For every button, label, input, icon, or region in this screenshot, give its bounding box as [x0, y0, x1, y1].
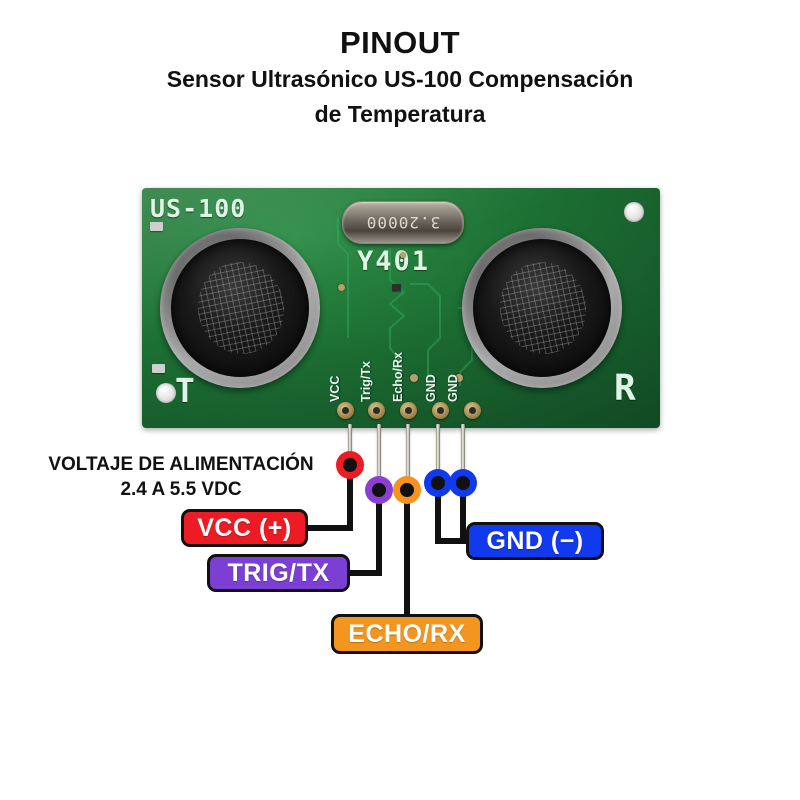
- page-subtitle-line1: Sensor Ultrasónico US-100 Compensación: [166, 66, 634, 93]
- crystal-marking: 3.20000: [365, 213, 441, 232]
- connector-dot-vcc[interactable]: [336, 451, 364, 479]
- pin-silkscreen-trig: Trig/Tx: [359, 361, 373, 402]
- header-post-echo: [406, 424, 410, 500]
- pin-silkscreen-gnd-1: GND: [424, 374, 438, 402]
- smd-component: [392, 284, 401, 291]
- header-post-vcc: [348, 424, 352, 476]
- page-title: PINOUT: [339, 25, 461, 60]
- supply-note-line1: VOLTAJE DE ALIMENTACIÓN: [48, 454, 314, 475]
- supply-voltage-note: VOLTAJE DE ALIMENTACIÓN 2.4 A 5.5 VDC: [36, 452, 326, 502]
- pin-pad-echo: [400, 402, 417, 419]
- header-post-trig: [377, 424, 381, 500]
- badge-gnd[interactable]: GND (−): [466, 522, 604, 560]
- pcb-via: [338, 284, 345, 291]
- pcb-via: [410, 374, 418, 382]
- pin-pad-vcc: [337, 402, 354, 419]
- ultrasonic-transmitter: [160, 228, 320, 388]
- smd-component: [150, 222, 163, 231]
- silkscreen-receiver-marker: R: [614, 368, 636, 409]
- mounting-hole-top-right: [624, 202, 644, 222]
- crystal-oscillator: 3.20000: [342, 201, 464, 244]
- ultrasonic-receiver: [462, 228, 622, 388]
- silkscreen-revision: Y401: [357, 246, 431, 277]
- pin-pad-gnd-1: [432, 402, 449, 419]
- pin-silkscreen-echo: Echo/Rx: [391, 351, 405, 402]
- sensor-board: US-100 Y401 T R 3.20000 VCC Trig/Tx Echo…: [142, 188, 660, 428]
- pcb-via: [400, 252, 406, 258]
- connector-dot-echo[interactable]: [393, 476, 421, 504]
- smd-component: [152, 364, 165, 373]
- receiver-mesh: [491, 254, 595, 362]
- pin-pad-trig: [368, 402, 385, 419]
- pin-silkscreen-vcc: VCC: [328, 375, 342, 402]
- connector-dot-trig[interactable]: [365, 476, 393, 504]
- pin-pad-gnd-2: [464, 402, 481, 419]
- badge-vcc[interactable]: VCC (+): [181, 509, 308, 547]
- transmitter-mesh: [189, 254, 293, 362]
- header-post-gnd-2: [461, 424, 465, 486]
- title-block: PINOUT Sensor Ultrasónico US-100 Compens…: [0, 25, 800, 129]
- supply-note-line2: 2.4 A 5.5 VDC: [120, 479, 242, 501]
- connector-dot-gnd-2[interactable]: [449, 469, 477, 497]
- pin-silkscreen-gnd-2: GND: [446, 374, 460, 402]
- pcb-via: [455, 374, 463, 382]
- badge-echo-rx[interactable]: ECHO/RX: [331, 614, 483, 654]
- silkscreen-model: US-100: [150, 194, 247, 223]
- badge-trig-tx[interactable]: TRIG/TX: [207, 554, 350, 592]
- page-subtitle-line2: de Temperatura: [314, 100, 486, 127]
- header-post-gnd-1: [436, 424, 440, 486]
- mounting-hole-bottom-left: [156, 383, 176, 403]
- connector-dot-gnd-1[interactable]: [424, 469, 452, 497]
- silkscreen-transmitter-marker: T: [175, 371, 195, 410]
